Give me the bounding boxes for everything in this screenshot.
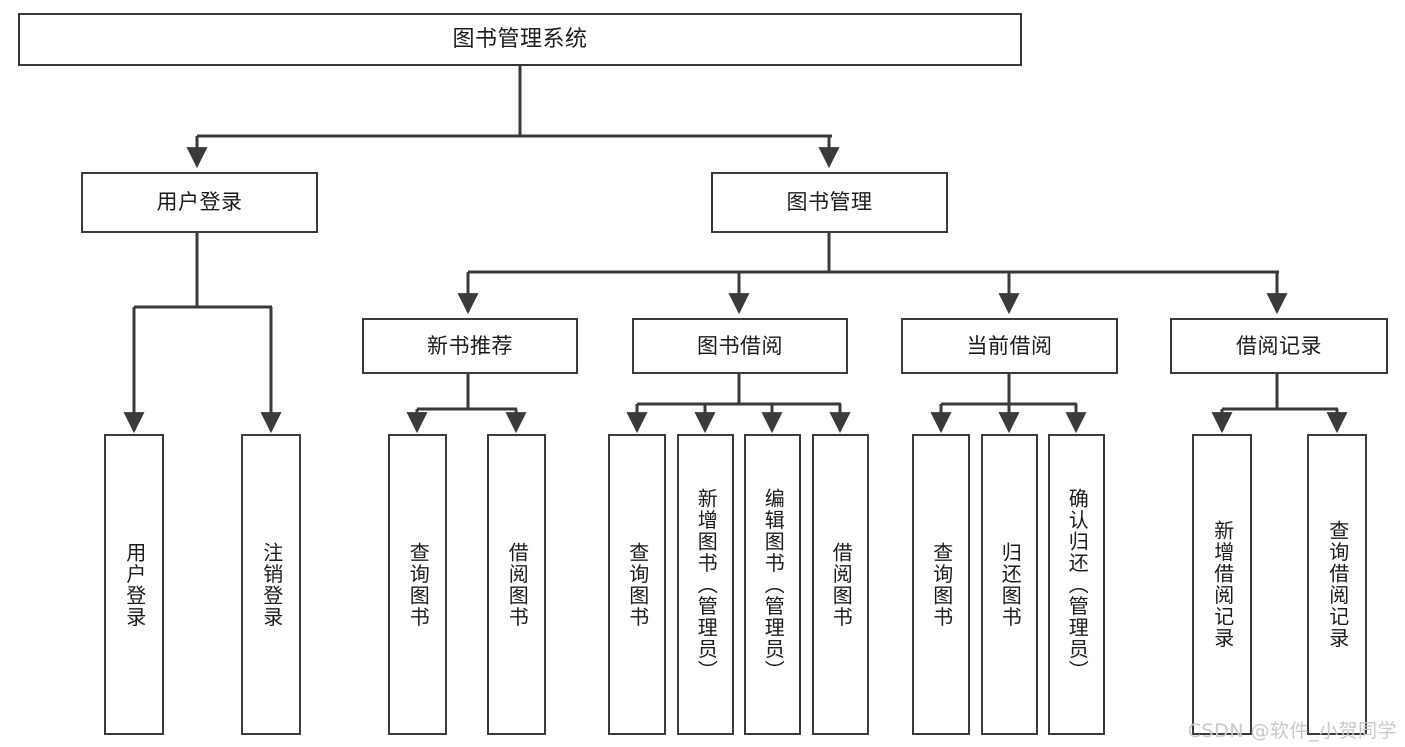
leaf-borrow-query-label: 查询图书	[625, 541, 650, 628]
leaf-user-logout-label: 注销登录	[259, 541, 284, 628]
leaf-borrow-edit-book[interactable]: 编辑图书（管理员）	[744, 434, 801, 735]
leaf-user-login[interactable]: 用户登录	[104, 434, 164, 735]
node-user-login[interactable]: 用户登录	[81, 172, 318, 233]
node-book-management[interactable]: 图书管理	[711, 172, 948, 233]
leaf-borrow-edit-book-label: 编辑图书（管理员）	[761, 487, 786, 682]
leaf-record-add[interactable]: 新增借阅记录	[1192, 434, 1252, 735]
leaf-borrow-borrow-book-label: 借阅图书	[829, 541, 854, 628]
leaf-newbook-borrow[interactable]: 借阅图书	[487, 434, 546, 735]
node-current-borrow[interactable]: 当前借阅	[901, 318, 1118, 374]
node-root-label: 图书管理系统	[452, 26, 588, 52]
node-book-borrow[interactable]: 图书借阅	[632, 318, 848, 374]
leaf-current-confirm-return-label: 确认归还（管理员）	[1065, 487, 1090, 682]
node-book-borrow-label: 图书借阅	[697, 333, 783, 358]
leaf-current-confirm-return[interactable]: 确认归还（管理员）	[1048, 434, 1105, 735]
leaf-user-logout[interactable]: 注销登录	[241, 434, 301, 735]
leaf-newbook-query[interactable]: 查询图书	[388, 434, 447, 735]
csdn-watermark: CSDN @软件_小贺同学	[1187, 720, 1397, 742]
leaf-borrow-add-book[interactable]: 新增图书（管理员）	[677, 434, 734, 735]
leaf-current-return-label: 归还图书	[998, 541, 1023, 628]
leaf-current-query[interactable]: 查询图书	[912, 434, 970, 735]
node-current-borrow-label: 当前借阅	[966, 333, 1053, 358]
leaf-current-query-label: 查询图书	[929, 541, 954, 628]
leaf-borrow-add-book-label: 新增图书（管理员）	[694, 487, 719, 682]
leaf-record-query[interactable]: 查询借阅记录	[1307, 434, 1367, 735]
node-borrow-record-label: 借阅记录	[1236, 333, 1322, 358]
leaf-newbook-query-label: 查询图书	[406, 541, 431, 628]
node-book-management-label: 图书管理	[786, 190, 873, 215]
node-new-book-recommend[interactable]: 新书推荐	[362, 318, 578, 374]
leaf-borrow-query[interactable]: 查询图书	[608, 434, 666, 735]
leaf-user-login-label: 用户登录	[122, 541, 147, 628]
leaf-borrow-borrow-book[interactable]: 借阅图书	[812, 434, 869, 735]
leaf-record-add-label: 新增借阅记录	[1210, 520, 1235, 649]
leaf-current-return[interactable]: 归还图书	[981, 434, 1038, 735]
leaf-newbook-borrow-label: 借阅图书	[505, 541, 530, 628]
node-new-book-recommend-label: 新书推荐	[427, 333, 513, 358]
node-borrow-record[interactable]: 借阅记录	[1170, 318, 1388, 374]
node-root[interactable]: 图书管理系统	[18, 13, 1022, 66]
leaf-record-query-label: 查询借阅记录	[1325, 520, 1350, 649]
node-user-login-label: 用户登录	[156, 190, 243, 215]
